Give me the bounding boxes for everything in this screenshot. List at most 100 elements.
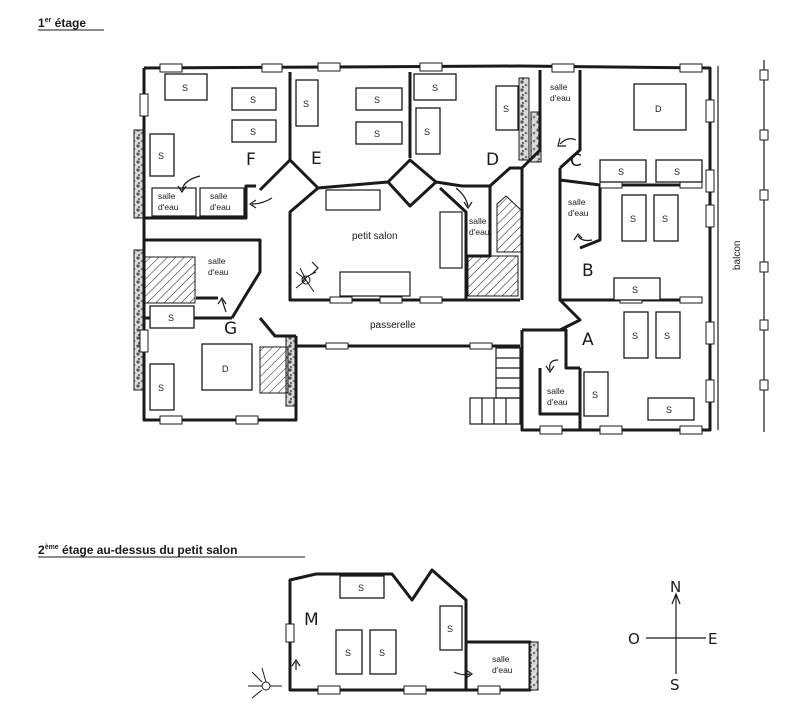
bed-a-1: S (623, 311, 649, 359)
bed-g-1: S (149, 305, 195, 329)
bed-b-4: S (653, 194, 679, 242)
svg-text:S: S (374, 95, 380, 105)
bed-m-3: S (369, 629, 397, 675)
svg-text:salle: salle (550, 82, 568, 92)
room-label-b: B (582, 261, 594, 281)
balcon-label: balcon (732, 241, 743, 270)
hatched-block-g (144, 256, 196, 304)
svg-text:D: D (655, 104, 662, 114)
svg-text:S: S (303, 99, 309, 109)
bed-g-double: D (201, 343, 253, 391)
salle-deau-label-b: salle d'eau (568, 197, 589, 218)
door-arrows (177, 137, 593, 374)
svg-text:S: S (424, 127, 430, 137)
passerelle-label: passerelle (370, 320, 416, 331)
svg-text:S: S (182, 83, 188, 93)
svg-text:S: S (358, 583, 364, 593)
floor2-title: 2ème étage au-dessus du petit salon (38, 543, 305, 558)
balcony-posts (759, 69, 769, 391)
bed-e-3: S (355, 121, 403, 145)
svg-text:S: S (250, 95, 256, 105)
salle-deau-label-f1: salle d'eau (158, 191, 179, 212)
floor1-title: 1er étage (38, 16, 104, 31)
bed-b-1: S (599, 159, 647, 183)
svg-text:salle: salle (469, 216, 487, 226)
compass-rose: N S O E (628, 578, 717, 694)
svg-text:S: S (374, 129, 380, 139)
bed-f-2: S (231, 87, 277, 111)
svg-text:S: S (592, 390, 598, 400)
bed-b-2: S (655, 159, 703, 183)
svg-text:salle: salle (208, 256, 226, 266)
door-arrows-floor2 (291, 658, 474, 679)
salle-deau-f1 (151, 187, 197, 217)
svg-text:S: S (666, 405, 672, 415)
petit-salon-label: petit salon (352, 231, 398, 242)
svg-text:S: S (158, 383, 164, 393)
svg-text:S: S (447, 624, 453, 634)
hatched-block-g2 (259, 346, 289, 394)
compass-e: E (708, 630, 717, 648)
svg-text:d'eau: d'eau (547, 397, 568, 407)
svg-text:S: S (345, 648, 351, 658)
room-label-m: M (304, 610, 319, 630)
bed-m-4: S (439, 605, 463, 651)
salon-cabinet (439, 211, 463, 269)
svg-text:d'eau: d'eau (492, 665, 513, 675)
salon-table (325, 189, 381, 211)
svg-text:salle: salle (492, 654, 510, 664)
bed-f-4: S (149, 133, 175, 177)
salle-deau-label-m: salle d'eau (492, 654, 513, 675)
stone-wall-d (518, 77, 530, 161)
room-label-e: E (311, 149, 322, 169)
bed-d-2: S (415, 107, 441, 155)
svg-text:d'eau: d'eau (210, 202, 231, 212)
room-label-f: F (246, 150, 256, 170)
hatched-block-d2 (496, 195, 522, 253)
bed-b-5: S (613, 277, 661, 301)
compass-s: S (670, 676, 680, 694)
bed-e-2: S (355, 87, 403, 111)
salle-deau-label-a: salle d'eau (547, 386, 568, 407)
svg-text:salle: salle (547, 386, 565, 396)
bed-a-4: S (647, 397, 695, 421)
bed-d-3: S (495, 85, 519, 131)
svg-text:salle: salle (210, 191, 228, 201)
bed-g-2: S (149, 363, 175, 411)
svg-text:S: S (632, 285, 638, 295)
salon-lamp (295, 267, 315, 293)
room-label-c: C (570, 151, 582, 171)
svg-text:d'eau: d'eau (208, 267, 229, 277)
bed-e-1: S (295, 79, 319, 127)
svg-text:S: S (664, 331, 670, 341)
salle-deau-label-g: salle d'eau (208, 256, 229, 277)
room-label-a: A (582, 330, 594, 350)
svg-text:S: S (674, 167, 680, 177)
svg-text:S: S (158, 151, 164, 161)
compass-o: O (628, 630, 640, 648)
bed-m-1: S (339, 575, 385, 599)
svg-text:1er étage: 1er étage (38, 16, 86, 30)
svg-text:D: D (222, 364, 229, 374)
bed-d-1: S (413, 73, 457, 101)
svg-text:S: S (630, 214, 636, 224)
bed-b-3: S (621, 194, 647, 242)
svg-text:S: S (662, 214, 668, 224)
svg-text:salle: salle (568, 197, 586, 207)
salle-deau-label-d: salle d'eau (469, 216, 490, 237)
svg-text:d'eau: d'eau (469, 227, 490, 237)
salon-sofa (339, 271, 411, 297)
svg-text:S: S (250, 127, 256, 137)
floor2-plan (285, 568, 539, 695)
svg-text:S: S (503, 104, 509, 114)
svg-text:d'eau: d'eau (568, 208, 589, 218)
hatched-block-d (467, 255, 519, 297)
svg-text:S: S (379, 648, 385, 658)
room-label-d: D (486, 150, 499, 170)
room-label-g: G (224, 319, 237, 339)
bed-c-double: D (633, 83, 687, 131)
exterior-stairs (469, 347, 521, 425)
svg-text:S: S (432, 83, 438, 93)
svg-text:2ème étage au-dessus du petit: 2ème étage au-dessus du petit salon (38, 543, 237, 557)
